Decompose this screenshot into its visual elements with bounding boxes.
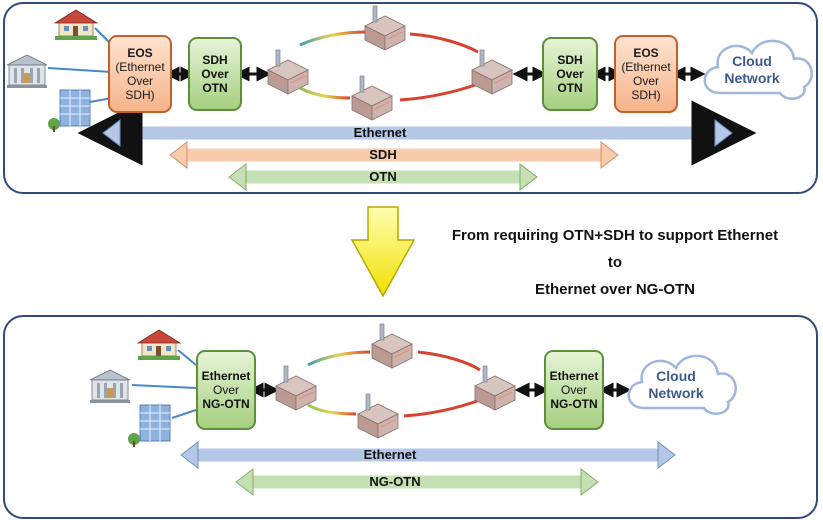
caption-line-1: From requiring OTN+SDH to support Ethern… xyxy=(451,227,779,244)
box-line: EOS xyxy=(127,46,153,60)
box-line: OTN xyxy=(557,81,583,95)
down-arrow-icon xyxy=(350,206,416,298)
office-building-icon xyxy=(127,404,171,448)
ethernet-bar-head xyxy=(102,118,121,148)
box-line: Over xyxy=(126,74,153,88)
box-line: NG-OTN xyxy=(202,397,250,411)
sdh-bar-head xyxy=(600,140,619,170)
box-line: SDH xyxy=(557,53,583,67)
sdh-over-otn-box-right: SDH Over OTN xyxy=(542,37,598,111)
network-node-icon xyxy=(471,49,513,95)
transition-caption: From requiring OTN+SDH to support Ethern… xyxy=(405,222,823,303)
access-link xyxy=(177,349,197,366)
network-node-icon xyxy=(275,365,317,411)
eos-box-right: EOS (Ethernet Over SDH) xyxy=(614,35,678,113)
office-building-icon xyxy=(47,89,91,133)
box-line: Over xyxy=(632,74,659,88)
cloud-network-label: Cloud Network xyxy=(636,368,716,402)
access-link xyxy=(47,67,113,73)
ethernet-over-ngotn-box-right: Ethernet Over NG-OTN xyxy=(544,350,604,430)
box-line: Ethernet xyxy=(201,369,251,383)
cloud-label-line: Network xyxy=(648,385,704,401)
box-line: OTN xyxy=(202,81,228,95)
ring-segment xyxy=(307,403,357,416)
box-line: Ethernet xyxy=(549,369,599,383)
sdh-bar-label: SDH xyxy=(369,147,397,162)
box-line: (Ethernet xyxy=(115,60,165,74)
ethernet-bar-head xyxy=(657,440,676,470)
ethernet-bar-label: Ethernet xyxy=(353,125,407,140)
cloud-label-line: Cloud xyxy=(732,53,772,69)
ethernet-over-ngotn-box-left: Ethernet Over NG-OTN xyxy=(196,350,256,430)
ring-segment xyxy=(299,86,351,100)
bank-icon xyxy=(89,369,131,404)
otn-bar-head xyxy=(519,162,538,192)
otn-bar-label: OTN xyxy=(369,169,397,184)
network-node-icon xyxy=(364,5,406,51)
box-line: EOS xyxy=(633,46,659,60)
network-node-icon xyxy=(267,49,309,95)
sdh-over-otn-box-left: SDH Over OTN xyxy=(188,37,242,111)
bank-icon xyxy=(6,54,48,89)
box-line: Over xyxy=(556,67,584,81)
box-line: SDH) xyxy=(631,88,661,102)
box-line: NG-OTN xyxy=(550,397,598,411)
box-line: SDH) xyxy=(125,88,155,102)
cloud-label-line: Cloud xyxy=(656,368,696,384)
ring-segment xyxy=(307,350,371,367)
box-line: SDH xyxy=(202,53,228,67)
ring-segment xyxy=(299,30,366,47)
ethernet-bar-head xyxy=(714,118,733,148)
caption-line-2: to xyxy=(607,254,623,271)
box-line: Over xyxy=(201,67,229,81)
cloud-label-line: Network xyxy=(724,70,780,86)
sdh-bar-head xyxy=(169,140,188,170)
network-node-icon xyxy=(474,365,516,411)
box-line: (Ethernet xyxy=(621,60,671,74)
access-link xyxy=(171,409,197,419)
network-node-icon xyxy=(351,75,393,121)
ngotn-bar-label: NG-OTN xyxy=(369,474,421,489)
ngotn-bar-head xyxy=(235,467,254,497)
ring-segment xyxy=(417,350,481,372)
cloud-network-label: Cloud Network xyxy=(712,53,792,87)
box-line: Over xyxy=(212,383,239,397)
otn-bar-head xyxy=(228,162,247,192)
box-line: Over xyxy=(560,383,587,397)
house-icon xyxy=(137,329,181,361)
ngotn-bar-head xyxy=(580,467,599,497)
ring-segment xyxy=(399,82,479,102)
access-link xyxy=(131,384,197,389)
ethernet-bar-head xyxy=(180,440,199,470)
caption-line-3: Ethernet over NG-OTN xyxy=(534,281,696,298)
eos-box-left: EOS (Ethernet Over SDH) xyxy=(108,35,172,113)
network-node-icon xyxy=(357,393,399,439)
ring-segment xyxy=(403,398,481,418)
ring-segment xyxy=(409,32,479,54)
ethernet-bar-label: Ethernet xyxy=(363,447,417,462)
network-node-icon xyxy=(371,323,413,369)
house-icon xyxy=(54,9,98,41)
